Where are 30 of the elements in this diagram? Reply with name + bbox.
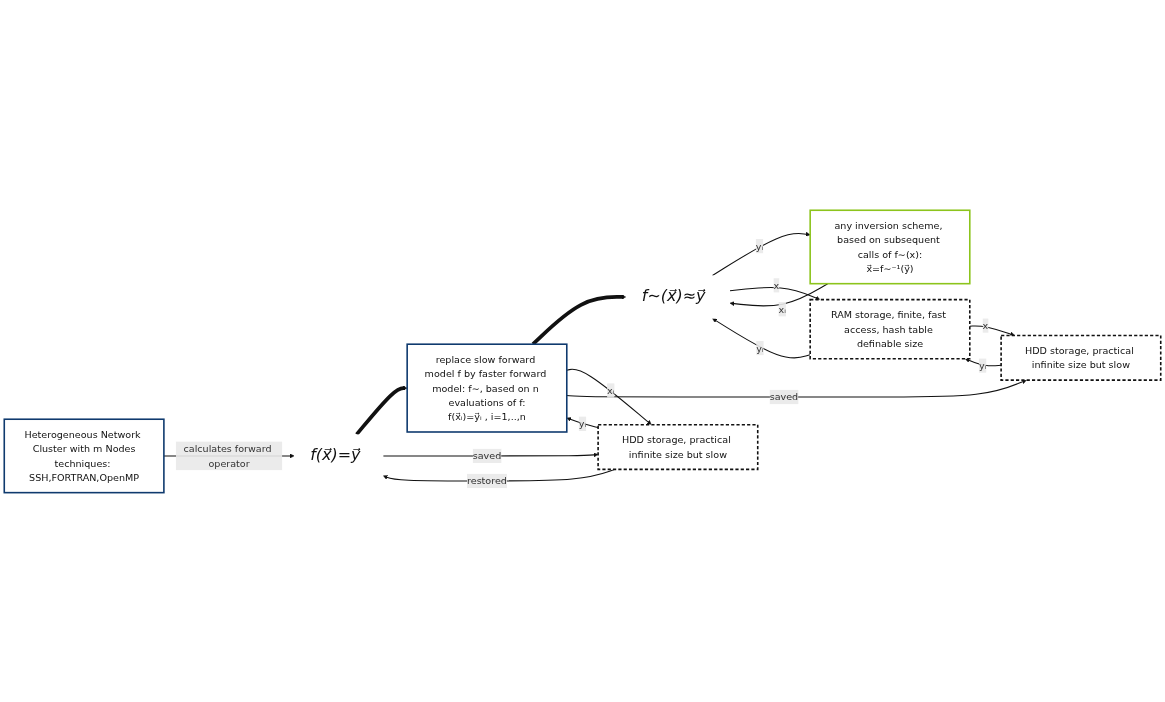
edge-label: x: [773, 279, 780, 291]
arrow: [729, 282, 829, 307]
arrow: [566, 368, 652, 425]
node-text: f(x⃗)=y⃗: [310, 444, 361, 464]
edge-label: calculates forward operator: [183, 442, 272, 469]
edge-label: saved: [472, 449, 502, 462]
arrow: [964, 357, 1002, 366]
edge-label: xᵢ: [778, 303, 786, 315]
node-box: replace slow forward model f by faster forward model: f∼, based on n evaluations of f: f(x⃗ᵢ)=y⃗ᵢ , i=1,..,n: [406, 342, 568, 433]
edge-label: yᵢ: [756, 342, 764, 354]
node-box: RAM storage, finite, fast access, hash table definable size: [809, 298, 971, 360]
node-box: HDD storage, practical infinite size but slow: [1000, 334, 1162, 381]
edge-label: x: [982, 319, 989, 331]
node-box: Heterogeneous Network Cluster with m Nodes techniques: SSH,FORTRAN,OpenMP: [3, 417, 165, 493]
arrow: [711, 231, 811, 276]
arrow: [566, 416, 599, 428]
arrow: [712, 317, 811, 359]
edge-label: yᵢ: [578, 417, 587, 429]
arrow: [566, 379, 1027, 398]
edge-label: yᵢ: [978, 359, 987, 371]
node-box: any inversion scheme, based on subsequent calls of f∼(x): x⃗=f∼⁻¹(y⃗): [809, 209, 971, 285]
arrow: [355, 385, 408, 436]
edge-label: restored: [467, 474, 507, 487]
arrow: [969, 325, 1015, 336]
node-text: f∼(x⃗)≈y⃗: [641, 285, 706, 305]
node-box: HDD storage, practical infinite size but slow: [597, 423, 759, 470]
edge-label: yᵢ: [755, 240, 764, 252]
edge-label: saved: [769, 390, 799, 403]
arrow: [729, 286, 821, 300]
edge-label: xᵢ: [607, 384, 615, 396]
